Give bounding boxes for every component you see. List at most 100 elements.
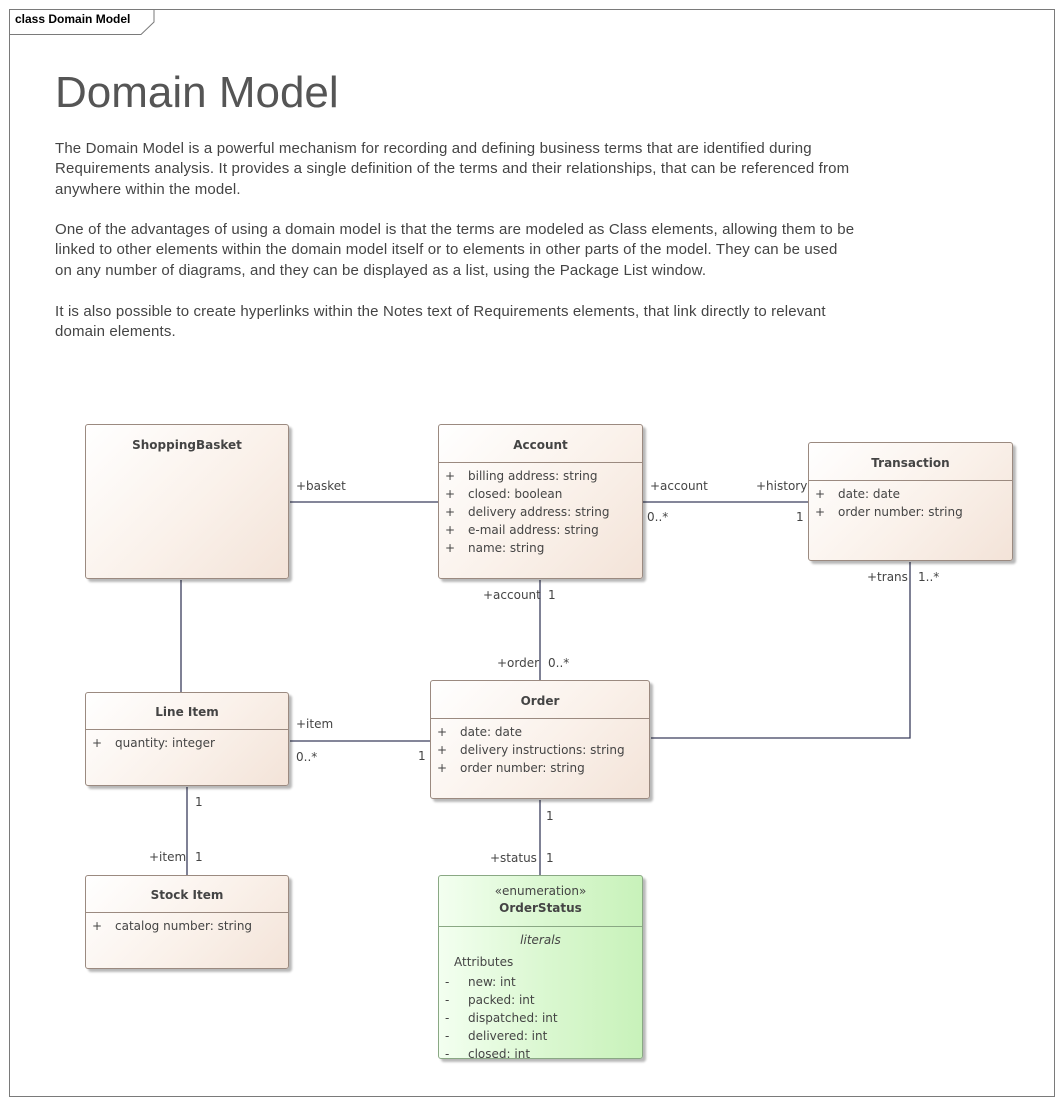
attribute-text: delivery address: string — [468, 505, 610, 519]
visibility-marker: - — [445, 975, 450, 989]
paragraph-line: One of the advantages of using a domain … — [55, 221, 855, 238]
multiplicity-label: 1 — [546, 851, 554, 865]
class-name: Transaction — [871, 456, 950, 470]
multiplicity-label: 1 — [418, 749, 426, 763]
visibility-marker: + — [445, 487, 456, 501]
attribute-list: + date: date + order number: string — [809, 481, 1012, 521]
visibility-marker: + — [445, 469, 456, 483]
role-label-item: +item — [296, 717, 334, 731]
attribute-list: +catalog number: string — [86, 913, 288, 935]
role-label-history: +history — [756, 479, 808, 493]
section-label: literals — [520, 933, 561, 947]
class-header: Stock Item — [86, 876, 288, 913]
attribute-text: date: date — [460, 725, 522, 739]
attribute-list: +billing address: string + closed: boolea… — [439, 463, 642, 557]
class-header: Account — [439, 425, 642, 463]
attribute-row: + order number: string — [431, 759, 649, 777]
role-label-account: +account — [650, 479, 708, 493]
attribute-row: + date: date — [809, 485, 1012, 503]
visibility-marker: - — [445, 1011, 450, 1025]
class-name: Order — [520, 694, 560, 708]
role-label-order: +order — [497, 656, 540, 670]
class-stock-item[interactable]: Stock Item +catalog number: string — [85, 875, 289, 969]
visibility-marker: - — [445, 993, 450, 1007]
role-label-account: +account — [483, 588, 541, 602]
class-line-item[interactable]: Line Item + quantity: integer — [85, 692, 289, 786]
transaction-order-association[interactable] — [651, 562, 911, 739]
paragraph-line: Requirements analysis. It provides a sin… — [55, 160, 850, 178]
paragraph-line: domain elements. — [55, 323, 176, 341]
visibility-marker: + — [437, 761, 448, 775]
attribute-text: e-mail address: string — [468, 523, 599, 537]
attribute-row: +billing address: string — [439, 467, 642, 485]
enum-order-status[interactable]: «enumeration» OrderStatus literals Attri… — [438, 875, 643, 1061]
visibility-marker: - — [445, 1029, 450, 1043]
class-name: OrderStatus — [499, 901, 582, 915]
literal-row: - new: int — [439, 973, 642, 991]
visibility-marker: + — [445, 505, 456, 519]
attribute-row: + order number: string — [809, 503, 1012, 521]
multiplicity-label: 1 — [546, 809, 554, 823]
visibility-marker: + — [815, 505, 826, 519]
multiplicity-label: 1 — [548, 588, 556, 602]
class-name: ShoppingBasket — [132, 438, 242, 452]
role-label-item: +item — [149, 850, 187, 864]
class-name: Stock Item — [150, 888, 224, 902]
class-order[interactable]: Order +date: date + delivery instructions… — [430, 680, 650, 799]
diagram-frame — [9, 9, 1055, 1097]
class-header: Order — [431, 681, 649, 719]
attribute-list: +date: date + delivery instructions: stri… — [431, 719, 649, 777]
attribute-row: + closed: boolean — [439, 485, 642, 503]
attribute-text: order number: string — [460, 761, 585, 775]
attribute-row: +catalog number: string — [86, 917, 288, 935]
attribute-text: delivery instructions: string — [460, 743, 625, 757]
literal-row: -delivered: int — [439, 1027, 642, 1045]
paragraph-line: The Domain Model is a powerful mechanism… — [55, 140, 812, 157]
literal-text: dispatched: int — [468, 1011, 558, 1025]
literal-text: packed: int — [468, 993, 535, 1007]
frame-tab — [9, 9, 155, 35]
class-transaction[interactable]: Transaction + date: date + order number: s… — [808, 442, 1013, 561]
paragraph-line: anywhere within the model. — [55, 180, 241, 198]
paragraph-line: It is also possible to create hyperlinks… — [55, 303, 826, 320]
attribute-row: +date: date — [431, 723, 649, 741]
class-shopping-basket[interactable]: ShoppingBasket — [85, 424, 289, 579]
visibility-marker: + — [445, 523, 456, 537]
visibility-marker: + — [815, 487, 826, 501]
role-label-trans: +trans — [867, 570, 908, 584]
attribute-text: order number: string — [838, 505, 963, 519]
description-paragraph-2: One of the advantages of using a domain … — [55, 220, 955, 281]
visibility-marker: - — [445, 1047, 450, 1061]
page-title: Domain Model — [55, 68, 339, 117]
description-paragraph-3: It is also possible to create hyperlinks… — [55, 302, 955, 343]
class-name: Account — [513, 438, 568, 452]
attribute-text: name: string — [468, 541, 545, 555]
attribute-row: + e-mail address: string — [439, 521, 642, 539]
attribute-row: + name: string — [439, 539, 642, 557]
attribute-row: + delivery address: string — [439, 503, 642, 521]
role-label-status: +status — [490, 851, 537, 865]
attribute-text: catalog number: string — [115, 919, 253, 933]
literal-list: -new: int -packed: int -dispatched: int … — [439, 973, 642, 1063]
visibility-marker: + — [92, 736, 103, 750]
literal-row: -closed: int — [439, 1045, 642, 1063]
attribute-text: quantity: integer — [115, 736, 215, 750]
class-header: Transaction — [809, 443, 1012, 481]
class-account[interactable]: Account +billing address: string + closed… — [438, 424, 643, 579]
attribute-list: + quantity: integer — [86, 730, 288, 752]
multiplicity-label: 1 — [195, 795, 203, 809]
literal-text: new: int — [468, 975, 516, 989]
multiplicity-label: 0..* — [647, 510, 669, 524]
class-header: «enumeration» OrderStatus — [439, 876, 642, 927]
attribute-text: closed: boolean — [468, 487, 563, 501]
class-header: Line Item — [86, 693, 288, 730]
group-label: Attributes — [454, 955, 514, 969]
stereotype-label: «enumeration» — [494, 884, 587, 898]
attribute-text: date: date — [838, 487, 900, 501]
visibility-marker: + — [445, 541, 456, 555]
paragraph-line: on any number of diagrams, and they can … — [55, 261, 707, 279]
literal-row: - dispatched: int — [439, 1009, 642, 1027]
multiplicity-label: 0..* — [548, 656, 570, 670]
paragraph-line: linked to other elements within the doma… — [55, 241, 838, 259]
